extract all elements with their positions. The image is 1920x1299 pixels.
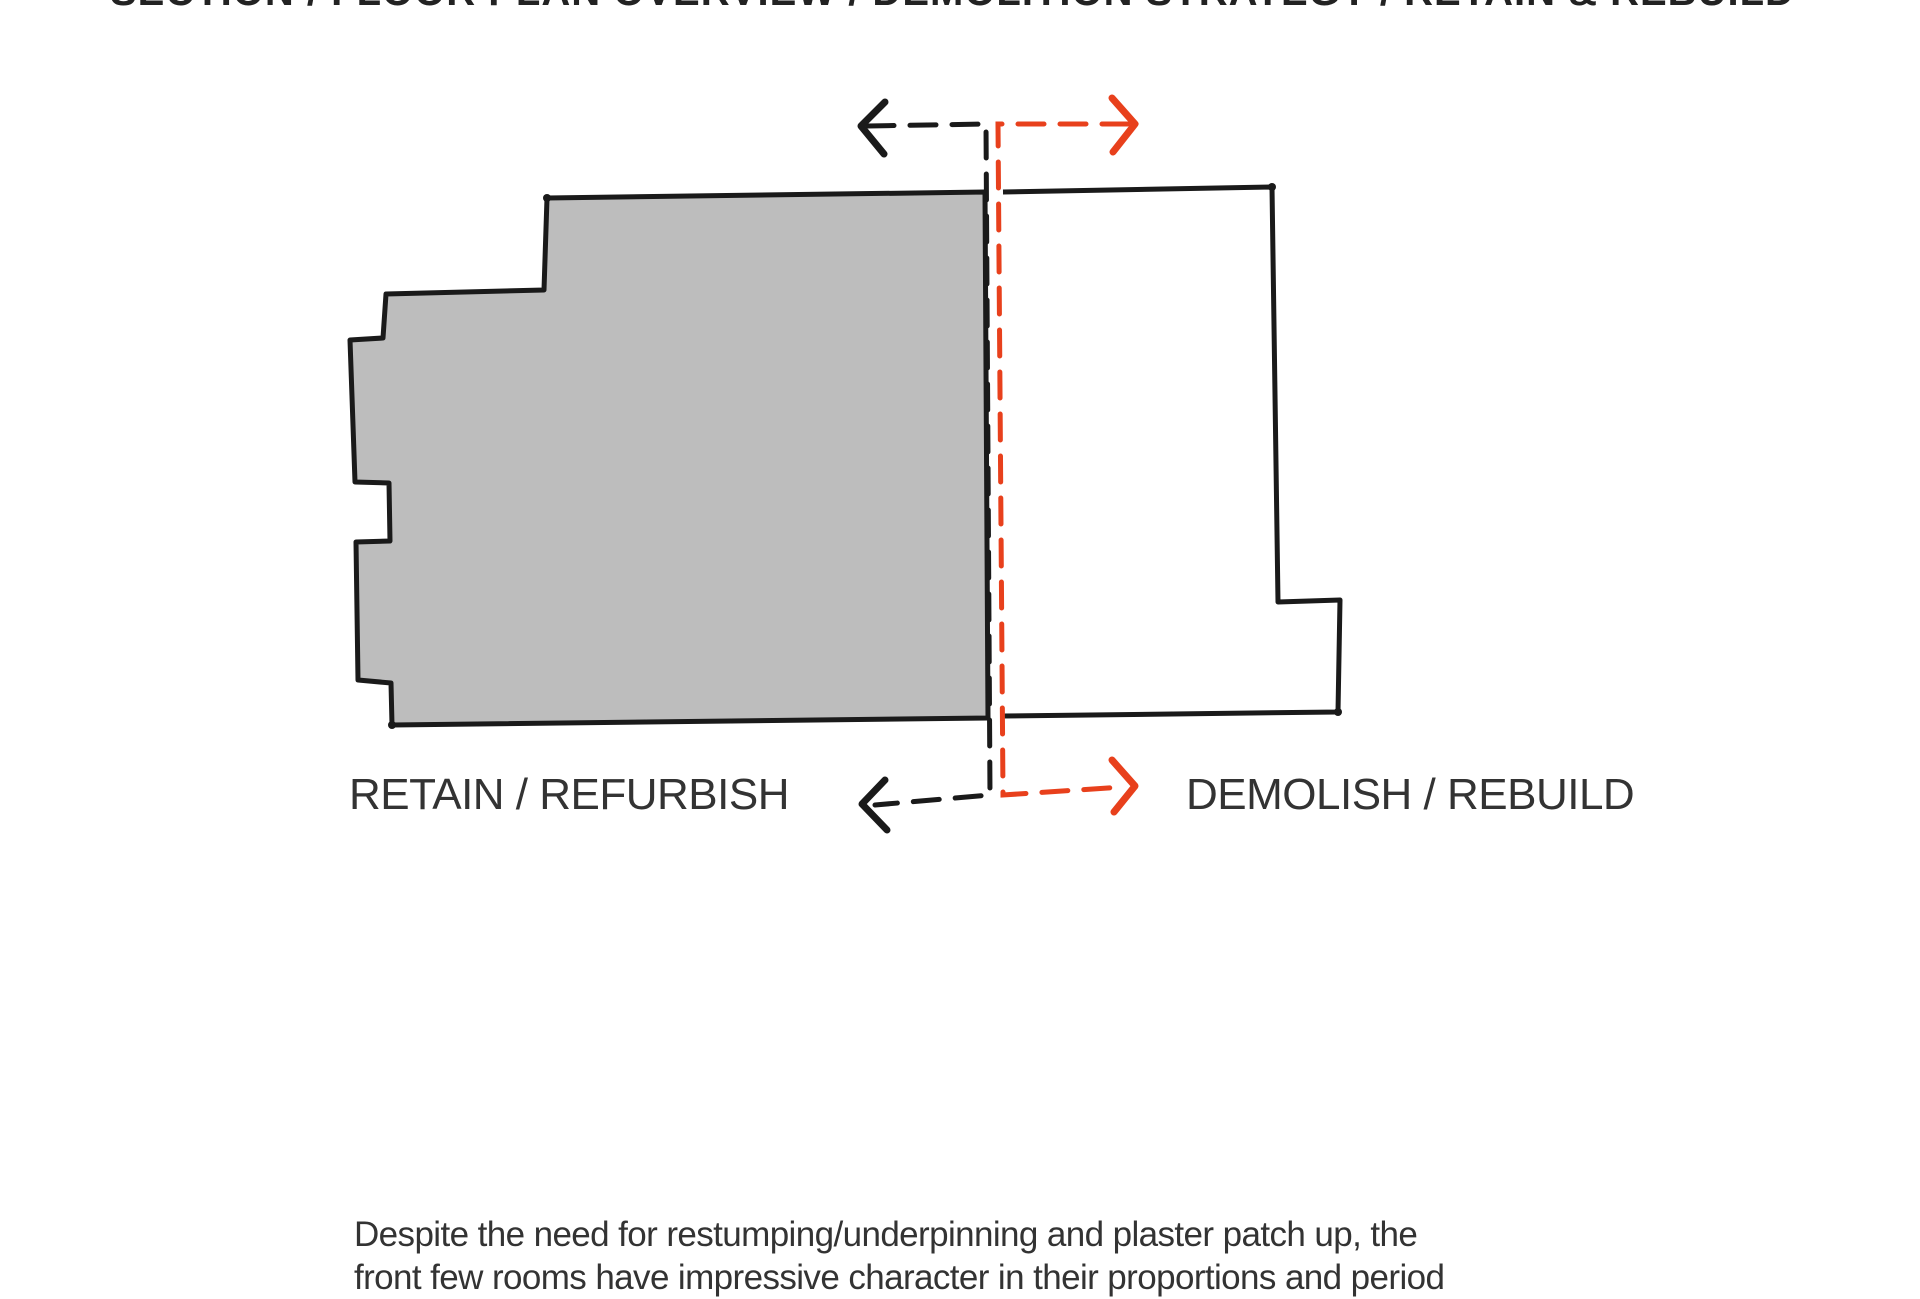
- retain-zone-shape: [347, 189, 991, 728]
- arrow-right-top-icon: [1108, 94, 1139, 156]
- arrow-left-top-icon: [857, 98, 889, 158]
- description-line-2: front few rooms have impressive characte…: [354, 1258, 1445, 1297]
- corner-dot: [1268, 183, 1276, 191]
- description-paragraph: Despite the need for restumping/underpin…: [354, 1213, 1644, 1299]
- retain-refurbish-label: RETAIN / REFURBISH: [349, 770, 790, 819]
- corner-dot: [388, 721, 396, 729]
- corner-dot: [543, 194, 551, 202]
- corner-dot: [1334, 708, 1342, 716]
- demolish-zone-shape: [1002, 184, 1343, 719]
- arrow-right-bottom-icon: [1108, 756, 1139, 816]
- top-heading-text: SECTION / FLOOR PLAN OVERVIEW / DEMOLITI…: [110, 0, 1795, 10]
- description-line-1: Despite the need for restumping/underpin…: [354, 1215, 1418, 1254]
- cropped-top-heading: SECTION / FLOOR PLAN OVERVIEW / DEMOLITI…: [110, 0, 1810, 10]
- retain-divider-dashed-line: [865, 121, 993, 808]
- arrow-left-bottom-icon: [858, 776, 891, 834]
- demolish-rebuild-label: DEMOLISH / REBUILD: [1186, 770, 1635, 819]
- demolish-divider-dashed-line: [995, 121, 1131, 798]
